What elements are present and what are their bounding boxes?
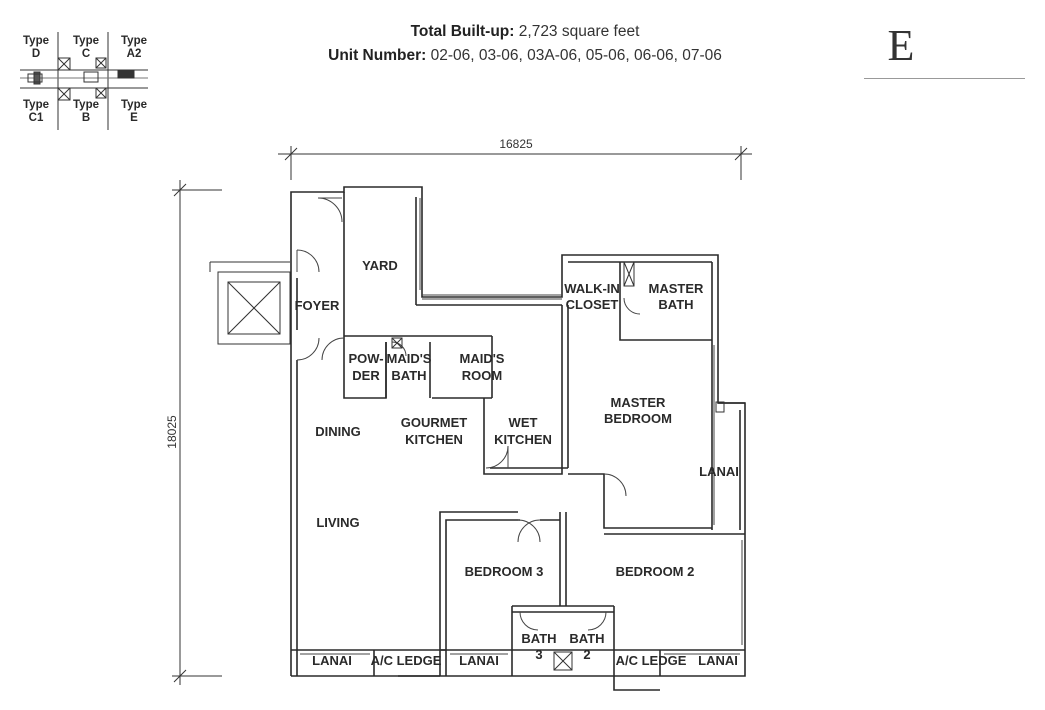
room-label-dining: DINING xyxy=(315,424,361,439)
room-label-bath-3: BATH xyxy=(521,631,556,646)
key-label: B xyxy=(82,112,90,124)
key-plan xyxy=(20,32,148,130)
room-label-lanai-bedroom-2: LANAI xyxy=(698,653,738,668)
room-label-master-bath: BATH xyxy=(658,297,693,312)
key-label: Type xyxy=(73,99,99,111)
dimension-lines xyxy=(172,146,752,685)
room-label-gourmet-kitchen: GOURMET xyxy=(401,415,468,430)
key-label: Type xyxy=(23,99,49,111)
built-up-line: Total Built-up: 2,723 square feet xyxy=(260,20,790,44)
room-label-powder: DER xyxy=(352,368,380,383)
doors xyxy=(296,197,641,631)
room-label-bath-2: 2 xyxy=(583,647,590,662)
room-label-lanai-master: LANAI xyxy=(699,464,739,479)
room-label-foyer: FOYER xyxy=(295,298,340,313)
room-label-bath-3: 3 xyxy=(535,647,542,662)
height-dimension: 18025 xyxy=(165,415,179,449)
windows xyxy=(300,198,743,655)
room-label-ac-ledge: A/C LEDGE xyxy=(616,653,687,668)
key-label: Type xyxy=(23,35,49,47)
room-label-maids-bath: MAID'S xyxy=(387,351,432,366)
room-label-ac-ledge: A/C LEDGE xyxy=(371,653,442,668)
room-label-maids-room: MAID'S xyxy=(460,351,505,366)
built-up-label: Total Built-up: xyxy=(410,23,515,40)
width-dimension: 16825 xyxy=(499,137,533,151)
room-label-bedroom-3: BEDROOM 3 xyxy=(465,564,544,579)
key-label: A2 xyxy=(127,48,142,60)
service-ducts xyxy=(391,261,725,671)
unit-number-label: Unit Number: xyxy=(328,47,427,64)
room-label-master-bedroom: BEDROOM xyxy=(604,411,672,426)
room-label-wet-kitchen: KITCHEN xyxy=(494,432,552,447)
unit-type-letter: E xyxy=(887,21,915,70)
room-label-lanai-bedroom-3: LANAI xyxy=(459,653,499,668)
room-label-maids-room: ROOM xyxy=(462,368,502,383)
room-label-maids-bath: BATH xyxy=(391,368,426,383)
built-up-value: 2,723 square feet xyxy=(518,23,640,40)
room-label-wet-kitchen: WET xyxy=(509,415,538,430)
key-label: D xyxy=(32,48,40,60)
room-label-living: LIVING xyxy=(316,515,359,530)
walls xyxy=(290,186,746,691)
unit-number-value: 02-06, 03-06, 03A-06, 05-06, 06-06, 07-0… xyxy=(430,47,722,64)
room-label-walk-in-closet: CLOSET xyxy=(566,297,619,312)
room-label-lanai-living: LANAI xyxy=(312,653,352,668)
room-label-master-bath: MASTER xyxy=(649,281,705,296)
room-label-walk-in-closet: WALK-IN xyxy=(564,281,620,296)
lift-shaft xyxy=(209,261,291,345)
room-label-bedroom-2: BEDROOM 2 xyxy=(616,564,695,579)
room-label-gourmet-kitchen: KITCHEN xyxy=(405,432,463,447)
type-divider xyxy=(864,78,1025,79)
key-label: Type xyxy=(73,35,99,47)
key-label: C xyxy=(82,48,90,60)
plan-header: Total Built-up: 2,723 square feet Unit N… xyxy=(260,20,790,68)
key-label: Type xyxy=(121,35,147,47)
key-label: E xyxy=(130,112,138,124)
room-label-powder: POW- xyxy=(348,351,383,366)
key-label: C1 xyxy=(29,112,44,124)
room-label-bath-2: BATH xyxy=(569,631,604,646)
key-label: Type xyxy=(121,99,147,111)
room-label-master-bedroom: MASTER xyxy=(611,395,667,410)
unit-number-line: Unit Number: 02-06, 03-06, 03A-06, 05-06… xyxy=(260,44,790,68)
room-label-yard: YARD xyxy=(362,258,398,273)
